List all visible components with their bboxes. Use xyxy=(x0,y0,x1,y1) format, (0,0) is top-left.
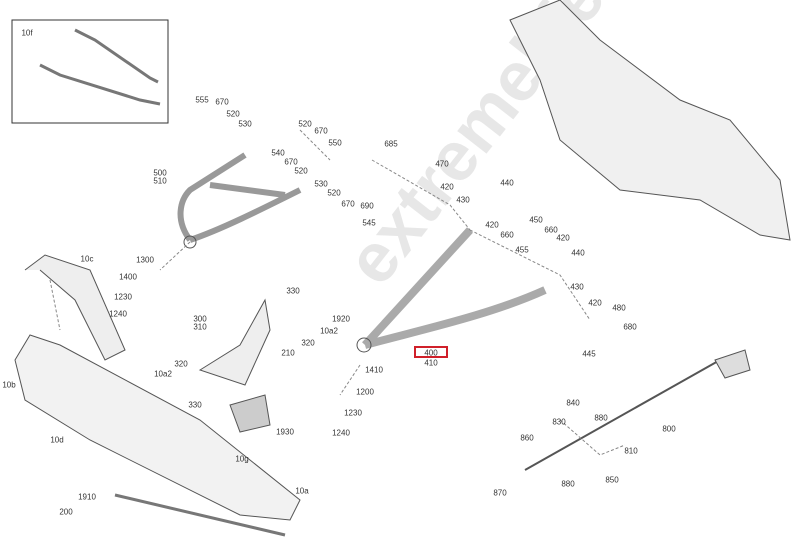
part-label: 545 xyxy=(362,218,376,228)
part-label: 840 xyxy=(566,398,580,408)
part-label: 450 xyxy=(529,215,543,225)
part-label: 200 xyxy=(59,507,73,517)
part-label: 870 xyxy=(493,488,507,498)
part-label: 670 xyxy=(314,126,328,136)
part-label: 1400 xyxy=(119,272,137,282)
inset-box xyxy=(11,19,169,124)
part-label: 520 xyxy=(226,109,240,119)
stopper-block xyxy=(229,394,271,433)
part-label: 685 xyxy=(384,139,398,149)
ski-runner xyxy=(114,493,286,537)
part-label: 1930 xyxy=(276,427,294,437)
lower-arm-ball-joint xyxy=(356,337,372,353)
part-label: 1910 xyxy=(78,492,96,502)
part-label: 10g xyxy=(235,454,249,464)
part-label: 10a2 xyxy=(320,326,338,336)
part-label: 430 xyxy=(456,195,470,205)
part-label: 860 xyxy=(520,433,534,443)
part-label: 440 xyxy=(571,248,585,258)
part-label: 1240 xyxy=(109,309,127,319)
part-label: 330 xyxy=(286,286,300,296)
part-label: 880 xyxy=(594,413,608,423)
part-label: 830 xyxy=(552,417,566,427)
part-label: 810 xyxy=(624,446,638,456)
part-label: 1410 xyxy=(365,365,383,375)
vehicle-assembly xyxy=(509,0,791,241)
part-label: 690 xyxy=(360,201,374,211)
part-label: 470 xyxy=(435,159,449,169)
part-label: 520 xyxy=(298,119,312,129)
part-label: 210 xyxy=(281,348,295,358)
part-label: 520 xyxy=(327,188,341,198)
part-label: 530 xyxy=(314,179,328,189)
part-label: 10a2 xyxy=(154,369,172,379)
part-label: 540 xyxy=(271,148,285,158)
part-label-highlighted: 400 xyxy=(424,348,438,358)
part-label: 480 xyxy=(612,303,626,313)
part-label: 520 xyxy=(294,166,308,176)
part-label: 1230 xyxy=(114,292,132,302)
spindle xyxy=(198,298,271,386)
inset-runner-top xyxy=(74,28,159,84)
part-label: 320 xyxy=(301,338,315,348)
part-label: 1300 xyxy=(136,255,154,265)
inset-runner-bottom xyxy=(39,63,161,106)
part-label: 445 xyxy=(582,349,596,359)
part-label: 660 xyxy=(500,230,514,240)
part-label: 510 xyxy=(153,176,167,186)
part-label: 300 xyxy=(193,314,207,324)
part-label: 10c xyxy=(80,254,94,264)
part-label: 500 xyxy=(153,168,167,178)
ski-handle xyxy=(24,254,126,361)
part-label: 680 xyxy=(623,322,637,332)
part-label: 800 xyxy=(662,424,676,434)
part-label: 550 xyxy=(328,138,342,148)
leader-lines xyxy=(49,129,626,456)
lower-a-arm xyxy=(362,227,547,349)
part-label: 440 xyxy=(500,178,514,188)
sway-bar-end xyxy=(714,349,751,379)
part-label: 670 xyxy=(284,157,298,167)
part-label: 455 xyxy=(515,245,529,255)
part-label: 420 xyxy=(440,182,454,192)
part-label: 1200 xyxy=(356,387,374,397)
ski xyxy=(14,334,301,521)
part-label: 10a xyxy=(295,486,309,496)
part-label: 1920 xyxy=(332,314,350,324)
part-label: 1230 xyxy=(344,408,362,418)
part-label: 410 xyxy=(424,358,438,368)
part-label: 420 xyxy=(588,298,602,308)
part-label: 530 xyxy=(238,119,252,129)
part-label: 1240 xyxy=(332,428,350,438)
part-label: 880 xyxy=(561,479,575,489)
part-label: 670 xyxy=(215,97,229,107)
highlight-box-400 xyxy=(414,346,448,358)
part-label: 850 xyxy=(605,475,619,485)
part-label: 330 xyxy=(188,400,202,410)
part-label: 420 xyxy=(485,220,499,230)
part-label: 420 xyxy=(556,233,570,243)
part-label: 430 xyxy=(570,282,584,292)
part-label: 10b xyxy=(2,380,16,390)
part-label: 10d xyxy=(50,435,64,445)
part-label: 670 xyxy=(341,199,355,209)
a-arm-ball-joint xyxy=(183,235,197,249)
sway-bar-link xyxy=(524,359,721,471)
upper-a-arm xyxy=(177,152,302,243)
inset-label: 10f xyxy=(21,28,33,38)
part-label: 555 xyxy=(195,95,209,105)
part-label: 310 xyxy=(193,322,207,332)
part-label: 320 xyxy=(174,359,188,369)
part-label: 660 xyxy=(544,225,558,235)
